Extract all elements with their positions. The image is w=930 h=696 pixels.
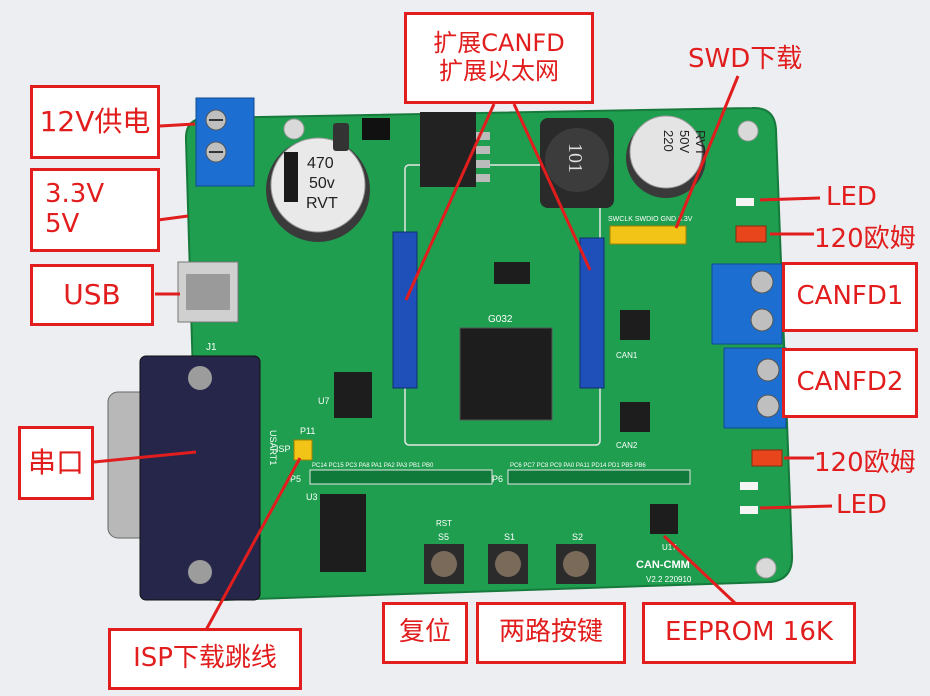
cap2-voltage: 50V — [677, 130, 692, 153]
cap-voltage: 50v — [309, 175, 335, 192]
label-120ohm-top: 120欧姆 — [814, 224, 916, 254]
ic-u3 — [320, 494, 366, 572]
ref-u3: U3 — [306, 492, 318, 502]
header-p5 — [309, 469, 493, 485]
mounting-hole — [737, 120, 759, 142]
mcu-label: G032 — [488, 314, 513, 325]
label-voltage-select: 3.3V 5V — [30, 168, 160, 252]
arrow-swd — [674, 75, 740, 229]
arrow-isp — [204, 457, 302, 631]
key-button-s2: S2 — [556, 532, 596, 584]
cap2-value: 220 — [661, 130, 676, 152]
p6-pins: PC6 PC7 PC8 PC9 PA0 PA11 PD14 PD1 PB5 PB… — [510, 463, 646, 469]
led-d3 — [740, 482, 758, 490]
db9-connector: USART1 J1 — [107, 342, 278, 601]
cap-value: 470 — [307, 155, 334, 172]
arrow-12v — [159, 122, 196, 128]
board-version: V2.2 220910 — [646, 575, 692, 584]
isp-silk: ISP — [276, 444, 291, 454]
led-d4 — [740, 506, 758, 514]
usart-silk: USART1 — [268, 430, 278, 465]
p5-pins: PC14 PC15 PC3 PA8 PA1 PA2 PA3 PB1 PB0 — [312, 463, 434, 469]
label-canfd2: CANFD2 — [782, 348, 918, 418]
arrow-ext-left — [404, 103, 496, 301]
label-usb: USB — [30, 264, 154, 326]
header-p6 — [507, 469, 691, 485]
arrow-eeprom — [662, 534, 738, 606]
ref-p6: P6 — [492, 474, 503, 484]
arrow-led-bottom — [759, 504, 833, 510]
arrow-ext-right — [512, 103, 592, 271]
ref-s2: S2 — [572, 532, 583, 542]
cap2-brand: RVT — [693, 130, 708, 156]
expansion-header-right — [579, 237, 605, 389]
can-transceiver-2 — [620, 402, 650, 432]
termination-jumper-bottom — [751, 449, 783, 467]
usb-connector — [177, 261, 239, 323]
transistor-q — [494, 262, 530, 284]
inductor-marking: 101 — [564, 143, 586, 173]
isp-jumper — [293, 439, 313, 461]
label-isp-jumper: ISP下载跳线 — [108, 628, 302, 690]
reset-button: S5 RST — [424, 519, 464, 584]
led-d1 — [736, 198, 754, 206]
ref-j1: J1 — [206, 342, 217, 353]
label-ext-canfd: 扩展CANFD — [433, 29, 565, 58]
mounting-hole — [283, 118, 305, 140]
ldo-u7 — [334, 372, 372, 418]
arrow-led-top — [759, 196, 821, 202]
inductor: 101 — [540, 118, 614, 208]
label-5v: 5V — [45, 209, 80, 239]
canfd1-terminal — [711, 263, 783, 345]
board-name: CAN-CMM — [636, 559, 690, 571]
label-swd: SWD下载 — [688, 44, 803, 74]
ref-s5: S5 — [438, 532, 449, 542]
ref-u17: U17 — [662, 543, 677, 552]
label-eeprom: EEPROM 16K — [642, 602, 856, 664]
label-120ohm-bottom: 120欧姆 — [814, 448, 916, 478]
can-transceiver-1 — [620, 310, 650, 340]
diode-d6 — [362, 118, 390, 140]
label-expansion: 扩展CANFD 扩展以太网 — [404, 12, 594, 104]
label-led-bottom: LED — [836, 490, 887, 520]
label-canfd1: CANFD1 — [782, 262, 918, 332]
label-reset: 复位 — [382, 602, 468, 664]
ref-u7: U7 — [318, 396, 330, 406]
power-terminal — [195, 97, 255, 187]
ref-s1: S1 — [504, 532, 515, 542]
canfd2-terminal — [723, 347, 787, 429]
label-ext-ethernet: 扩展以太网 — [439, 57, 559, 85]
electrolytic-capacitor: 470 50v RVT — [266, 137, 370, 242]
label-two-keys: 两路按键 — [476, 602, 626, 664]
capacitor-c4 — [333, 123, 349, 151]
ref-rst: RST — [436, 519, 452, 528]
swd-header: SWCLK SWDIO GND 3.3V — [608, 216, 693, 245]
label-uart: 串口 — [18, 426, 94, 500]
swd-silk: SWCLK SWDIO GND 3.3V — [608, 216, 693, 223]
eeprom-chip — [650, 504, 678, 534]
arrow-uart — [93, 450, 197, 464]
ref-p5: P5 — [290, 474, 301, 484]
label-led-top: LED — [826, 182, 877, 212]
voltage-regulator — [420, 112, 490, 187]
label-12v-power: 12V供电 — [30, 85, 160, 159]
ref-p11: P11 — [300, 426, 315, 436]
mounting-hole — [755, 557, 777, 579]
ref-can1: CAN1 — [616, 351, 638, 360]
mcu-chip: G032 — [459, 314, 553, 421]
cap-brand: RVT — [306, 195, 338, 212]
label-3v3: 3.3V — [45, 179, 105, 210]
expansion-header-left — [392, 231, 418, 389]
electrolytic-capacitor-2: 220 50V RVT — [626, 115, 708, 198]
termination-jumper-top — [735, 225, 767, 243]
key-button-s1: S1 — [488, 532, 528, 584]
ref-can2: CAN2 — [616, 441, 638, 450]
arrow-power-select — [157, 214, 189, 222]
